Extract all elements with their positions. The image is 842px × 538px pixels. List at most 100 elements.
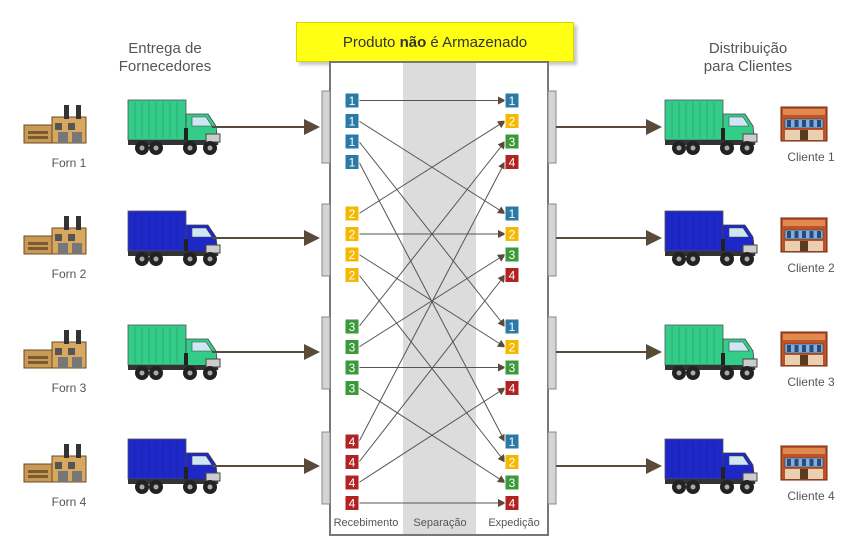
- inbound-box: [344, 380, 360, 396]
- inbound-box-label: 3: [349, 361, 356, 375]
- header-left-line2: Fornecedores: [118, 58, 212, 75]
- outbound-box-label: 1: [509, 320, 516, 334]
- outbound-box: [504, 226, 520, 242]
- client-truck-icon: [664, 210, 758, 266]
- supplier-truck-icon: [127, 210, 221, 266]
- factory-icon: [23, 444, 87, 483]
- store-icon: [780, 445, 828, 481]
- client-label: Cliente 2: [787, 261, 835, 275]
- client-label: Cliente 1: [787, 150, 835, 164]
- outbound-box: [504, 339, 520, 355]
- outbound-box-label: 3: [509, 248, 516, 262]
- outbound-box-label: 4: [509, 382, 516, 396]
- crossing-line: [358, 120, 506, 214]
- diagram-title: Produto não é Armazenado: [296, 22, 574, 62]
- inbound-box-label: 4: [349, 456, 356, 470]
- outbound-box-label: 2: [509, 341, 516, 355]
- header-left: Entrega de Fornecedores: [95, 40, 235, 76]
- outbound-box: [504, 474, 520, 491]
- zone-label-recebimento: Recebimento: [333, 517, 399, 529]
- inbound-box: [344, 454, 360, 470]
- zone-label-expedicao: Expedição: [488, 517, 540, 529]
- crossing-lines: [358, 96, 506, 507]
- store-icon: [780, 217, 828, 253]
- outbound-box-label: 1: [509, 207, 516, 221]
- outbound-box-label: 4: [509, 497, 516, 511]
- client-truck-icon: [664, 99, 758, 155]
- inbound-box-label: 4: [349, 435, 356, 449]
- outbound-box: [504, 433, 520, 450]
- outbound-box: [504, 92, 520, 109]
- inbound-box-label: 4: [349, 497, 356, 511]
- crossing-line: [358, 387, 506, 483]
- outbound-box: [504, 113, 520, 129]
- factory-icon: [23, 330, 87, 369]
- outbound-box-label: 2: [509, 115, 516, 129]
- inbound-dock-door: [321, 203, 331, 277]
- inbound-box-label: 3: [349, 382, 356, 396]
- client-truck-icon: [664, 324, 758, 380]
- supplier-label: Forn 3: [51, 381, 87, 395]
- zone-label-separacao: Separação: [413, 517, 467, 529]
- header-right-line2: para Clientes: [703, 58, 793, 75]
- inbound-box: [344, 474, 360, 491]
- supplier-truck-icon: [127, 438, 221, 494]
- inbound-box: [344, 133, 360, 150]
- header-right-line1: Distribuição: [708, 40, 788, 57]
- inbound-box-label: 3: [349, 320, 356, 334]
- client-label: Cliente 3: [787, 375, 835, 389]
- client-truck-icon: [664, 438, 758, 494]
- inbound-box: [344, 154, 360, 170]
- outbound-box-label: 3: [509, 476, 516, 490]
- supplier-truck-icon: [127, 324, 221, 380]
- header-left-line1: Entrega de: [128, 40, 202, 57]
- store-icon: [780, 331, 828, 367]
- crossing-line: [358, 140, 506, 327]
- inbound-box: [344, 92, 360, 109]
- client-label: Cliente 4: [787, 489, 835, 503]
- inbound-box: [344, 226, 360, 242]
- outbound-box-label: 4: [509, 156, 516, 170]
- inbound-box: [344, 433, 360, 450]
- inbound-box: [344, 359, 360, 376]
- inbound-box-label: 3: [349, 341, 356, 355]
- inbound-box-label: 2: [349, 207, 356, 221]
- inbound-box: [344, 318, 360, 335]
- outbound-box-label: 2: [509, 456, 516, 470]
- inbound-box: [344, 339, 360, 355]
- title-suffix: é Armazenado: [430, 33, 528, 51]
- inbound-box-label: 2: [349, 269, 356, 283]
- outbound-dock-door: [547, 90, 557, 164]
- inbound-box-label: 1: [349, 94, 356, 108]
- inbound-box-label: 2: [349, 248, 356, 262]
- outbound-dock-door: [547, 316, 557, 390]
- outbound-box: [504, 246, 520, 263]
- supplier-label: Forn 2: [51, 267, 87, 281]
- outbound-box: [504, 454, 520, 470]
- outbound-dock-door: [547, 203, 557, 277]
- outbound-box-label: 1: [509, 94, 516, 108]
- outbound-box-label: 3: [509, 361, 516, 375]
- inbound-dock-door: [321, 90, 331, 164]
- inbound-dock-door: [321, 316, 331, 390]
- outbound-box: [504, 318, 520, 335]
- inbound-box-label: 1: [349, 115, 356, 129]
- outbound-box-label: 4: [509, 269, 516, 283]
- title-bold: não: [399, 33, 427, 51]
- title-prefix: Produto: [342, 33, 396, 51]
- outbound-box: [504, 359, 520, 376]
- crossing-line: [358, 274, 506, 463]
- inbound-box: [344, 495, 360, 511]
- supplier-truck-icon: [127, 99, 221, 155]
- inbound-box-label: 4: [349, 476, 356, 490]
- outbound-box: [504, 380, 520, 396]
- store-icon: [780, 106, 828, 142]
- outbound-box-label: 2: [509, 228, 516, 242]
- factory-icon: [23, 105, 87, 144]
- outbound-box: [504, 133, 520, 150]
- header-right: Distribuição para Clientes: [678, 40, 818, 76]
- crossing-line: [358, 161, 506, 442]
- inbound-box-label: 1: [349, 156, 356, 170]
